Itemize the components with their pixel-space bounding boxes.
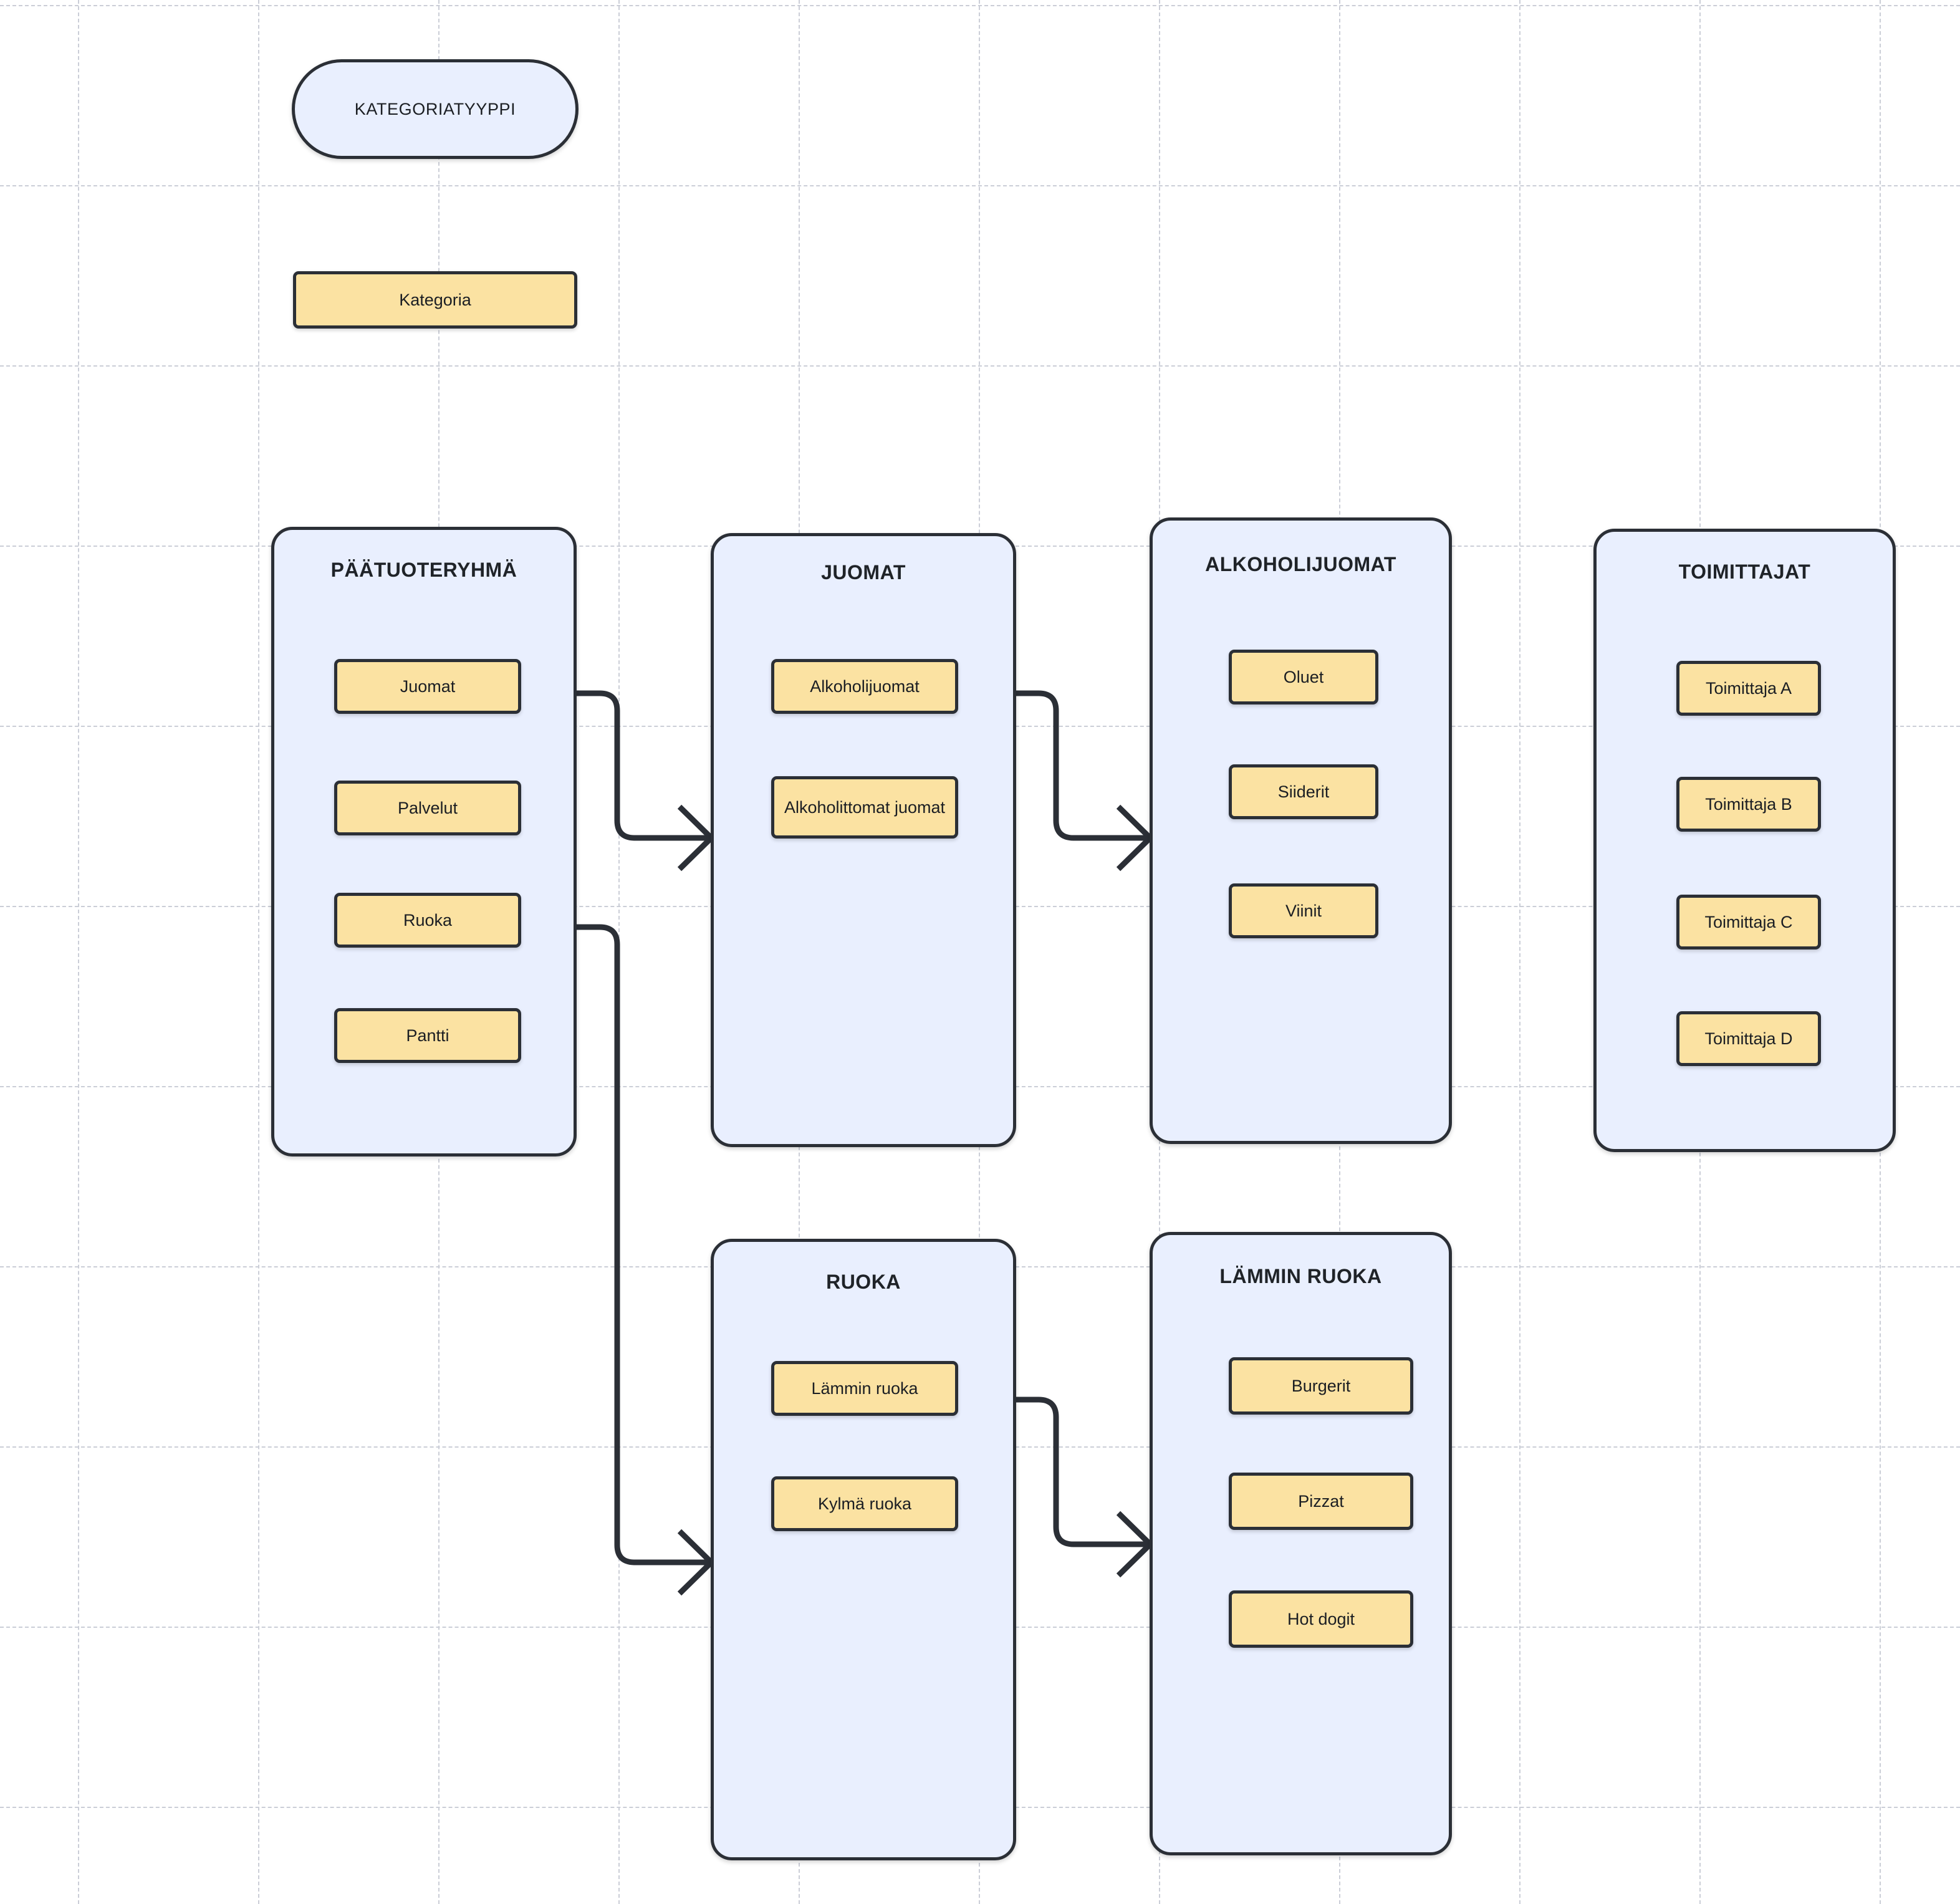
grid-line-horizontal: [0, 5, 1960, 6]
node-lammin-ruoka[interactable]: Lämmin ruoka: [771, 1361, 958, 1416]
node-label: Toimittaja D: [1704, 1029, 1793, 1048]
edge-ruoka-to-ruoka-container: [514, 924, 711, 1565]
node-viinit[interactable]: Viinit: [1229, 883, 1378, 938]
node-label: Lämmin ruoka: [811, 1378, 918, 1398]
node-siiderit[interactable]: Siiderit: [1229, 764, 1378, 819]
node-juomat[interactable]: Juomat: [334, 659, 521, 714]
container-paatuoteryhma[interactable]: PÄÄTUOTERYHMÄ Juomat Palvelut Ruoka Pant…: [271, 527, 577, 1156]
node-hot-dogit[interactable]: Hot dogit: [1229, 1590, 1413, 1648]
node-toimittaja-b[interactable]: Toimittaja B: [1676, 777, 1821, 832]
node-label: Pizzat: [1298, 1491, 1344, 1511]
node-label: Viinit: [1285, 901, 1322, 920]
node-label: Alkoholijuomat: [810, 676, 920, 696]
edge-lammin-ruoka-to-lammin-ruoka-container: [953, 1397, 1150, 1547]
node-ruoka[interactable]: Ruoka: [334, 893, 521, 948]
node-label: Siiderit: [1277, 782, 1330, 801]
container-title-juomat: JUOMAT: [821, 561, 906, 584]
node-toimittaja-c[interactable]: Toimittaja C: [1676, 895, 1821, 950]
node-label: Kylmä ruoka: [817, 1494, 912, 1513]
node-label: Alkoholittomat juomat: [784, 797, 946, 817]
node-label: Hot dogit: [1287, 1609, 1355, 1628]
legend-category-type-label: KATEGORIATYYPPI: [354, 99, 516, 118]
node-label: Pantti: [406, 1026, 449, 1045]
edge-juomat-to-juomat-container: [514, 690, 711, 841]
node-label: Ruoka: [403, 910, 453, 930]
node-alkoholijuomat[interactable]: Alkoholijuomat: [771, 659, 958, 714]
node-label: Burgerit: [1291, 1376, 1351, 1395]
node-label: Toimittaja A: [1705, 678, 1792, 698]
node-toimittaja-a[interactable]: Toimittaja A: [1676, 661, 1821, 716]
node-label: Palvelut: [397, 798, 458, 817]
container-ruoka[interactable]: RUOKA Lämmin ruoka Kylmä ruoka: [711, 1239, 1016, 1860]
node-palvelut[interactable]: Palvelut: [334, 781, 521, 835]
edge-alkoholijuomat-to-alkoholijuomat-container: [953, 690, 1150, 841]
container-toimittajat[interactable]: TOIMITTAJAT Toimittaja A Toimittaja B To…: [1593, 529, 1896, 1152]
container-title-ruoka: RUOKA: [826, 1271, 901, 1293]
container-alkoholijuomat[interactable]: ALKOHOLIJUOMAT Oluet Siiderit Viinit: [1150, 517, 1452, 1144]
node-alkoholittomat-juomat[interactable]: Alkoholittomat juomat: [771, 776, 958, 839]
container-title-alkoholijuomat: ALKOHOLIJUOMAT: [1205, 553, 1396, 575]
node-pizzat[interactable]: Pizzat: [1229, 1473, 1413, 1530]
grid-line-vertical: [1519, 0, 1520, 1904]
grid-line-horizontal: [0, 365, 1960, 367]
container-title-paatuoteryhma: PÄÄTUOTERYHMÄ: [330, 559, 517, 581]
node-label: Oluet: [1283, 667, 1324, 686]
grid-line-horizontal: [0, 185, 1960, 186]
container-lammin-ruoka[interactable]: LÄMMIN RUOKA Burgerit Pizzat Hot dogit: [1150, 1232, 1452, 1855]
node-kylma-ruoka[interactable]: Kylmä ruoka: [771, 1476, 958, 1531]
grid-line-vertical: [78, 0, 79, 1904]
grid-line-vertical: [258, 0, 259, 1904]
node-label: Juomat: [400, 676, 456, 696]
node-label: Toimittaja B: [1705, 794, 1792, 814]
legend-category-type-pill: KATEGORIATYYPPI: [292, 59, 579, 159]
node-pantti[interactable]: Pantti: [334, 1008, 521, 1063]
container-title-lammin-ruoka: LÄMMIN RUOKA: [1219, 1265, 1382, 1287]
node-toimittaja-d[interactable]: Toimittaja D: [1676, 1011, 1821, 1066]
legend-category-label: Kategoria: [399, 290, 471, 309]
node-oluet[interactable]: Oluet: [1229, 650, 1378, 704]
node-burgerit[interactable]: Burgerit: [1229, 1357, 1413, 1415]
node-label: Toimittaja C: [1704, 912, 1793, 931]
container-juomat[interactable]: JUOMAT Alkoholijuomat Alkoholittomat juo…: [711, 533, 1016, 1147]
container-title-toimittajat: TOIMITTAJAT: [1678, 560, 1811, 583]
legend-category-rect: Kategoria: [293, 271, 577, 329]
